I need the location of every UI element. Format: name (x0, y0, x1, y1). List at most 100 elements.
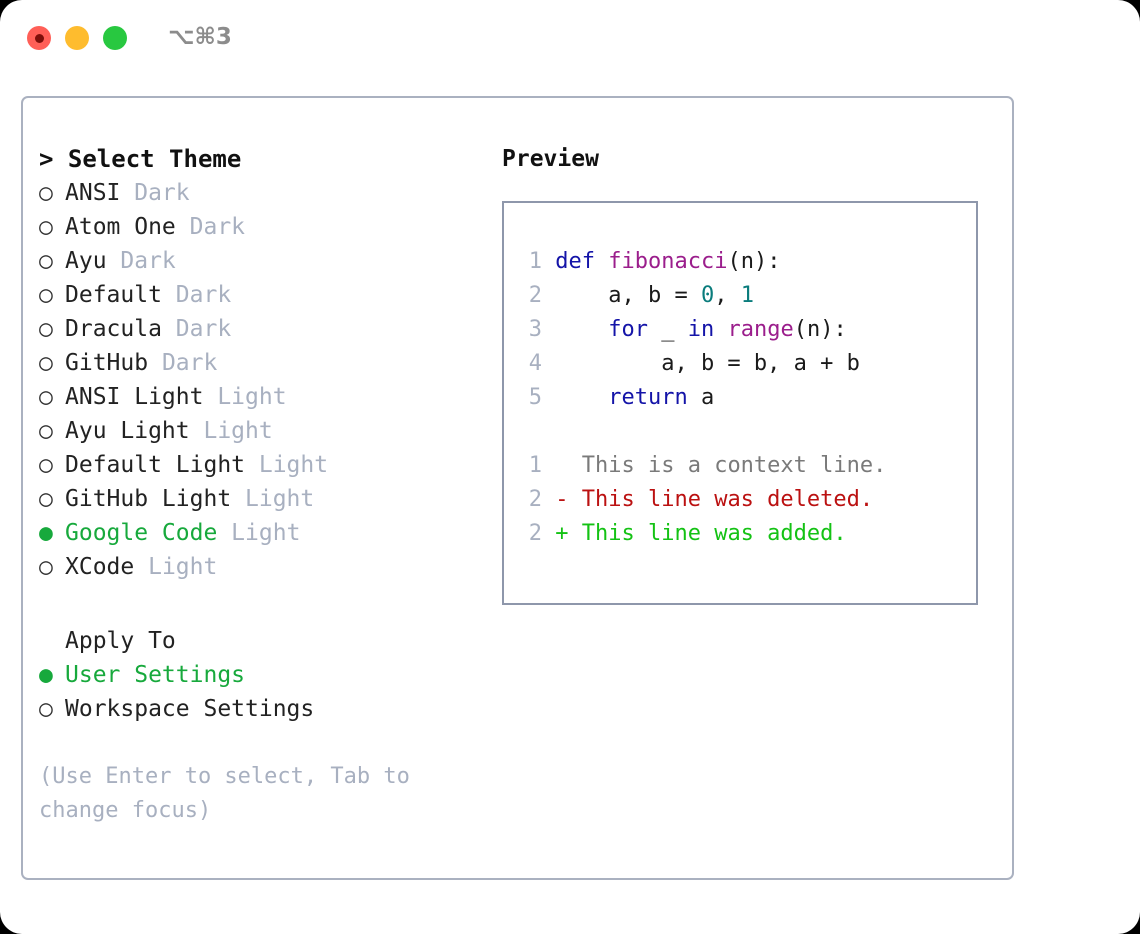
code-line-number: 5 (528, 385, 542, 410)
radio-unselected-icon: ○ (39, 384, 53, 410)
diff-spacer (514, 415, 886, 449)
theme-option-kind: Dark (148, 350, 218, 376)
theme-option-kind: Dark (161, 316, 232, 342)
preview-title: Preview (502, 146, 599, 172)
theme-option-label: Default (65, 282, 162, 308)
code-line-number: 3 (528, 317, 542, 342)
theme-option-github-light[interactable]: ○ GitHub Light Light (39, 482, 479, 516)
code-token-plain (714, 317, 727, 342)
code-token-function: range (727, 317, 794, 342)
diff-marker: - (555, 487, 569, 512)
code-token-plain: a (687, 385, 715, 410)
radio-unselected-icon: ○ (39, 696, 53, 722)
code-line-number: 2 (528, 283, 542, 308)
theme-option-label: Google Code (65, 520, 218, 546)
code-line: 3 for _ in range(n): (514, 313, 886, 347)
code-token-keyword: in (687, 317, 715, 342)
radio-selected-icon: ● (39, 520, 53, 546)
code-token-keyword: def (555, 249, 609, 274)
theme-option-ayu-light[interactable]: ○Ayu Light Light (39, 414, 479, 448)
code-token-plain: _ (647, 317, 688, 342)
theme-option-atom-one[interactable]: ○Atom One Dark (39, 210, 479, 244)
theme-option-kind: Light (231, 486, 315, 512)
radio-unselected-icon: ○ (39, 248, 53, 274)
code-token-plain: (n): (727, 249, 781, 274)
theme-option-label: GitHub Light (65, 486, 232, 512)
diff-line-deleted: 2 - This line was deleted. (514, 483, 886, 517)
theme-option-kind: Dark (120, 180, 190, 206)
apply-to-option-workspace-settings[interactable]: ○Workspace Settings (39, 692, 479, 726)
radio-selected-icon: ● (39, 662, 53, 688)
code-line: 1 def fibonacci(n): (514, 245, 886, 279)
code-line: 4 a, b = b, a + b (514, 347, 886, 381)
radio-unselected-icon: ○ (39, 350, 53, 376)
diff-marker: + (555, 521, 569, 546)
close-button[interactable] (27, 26, 51, 50)
theme-option-default-light[interactable]: ○ Default Light Light (39, 448, 479, 482)
apply-to-header: Apply To (65, 628, 176, 654)
theme-option-google-code[interactable]: ● Google Code Light (39, 516, 479, 550)
code-token-number: 1 (740, 283, 754, 308)
theme-option-label: XCode (65, 554, 135, 580)
select-theme-header: > Select Theme (39, 145, 242, 173)
theme-option-kind: Dark (106, 248, 176, 274)
theme-option-ansi-light[interactable]: ○ ANSI Light Light (39, 380, 479, 414)
diff-text: This line was deleted. (568, 487, 874, 512)
code-token-plain (555, 385, 608, 410)
code-line-number: 4 (528, 351, 542, 376)
theme-option-label: Default Light (65, 452, 246, 478)
diff-line-number: 2 (528, 521, 542, 546)
theme-option-kind: Light (203, 384, 287, 410)
code-token-plain: a, b = (555, 283, 701, 308)
theme-option-ayu[interactable]: ○ Ayu Dark (39, 244, 479, 278)
theme-option-label: ANSI Light (65, 384, 204, 410)
code-token-keyword: return (608, 385, 688, 410)
theme-option-kind: Light (217, 520, 301, 546)
apply-to-option-list: ● User Settings ○Workspace Settings (39, 658, 479, 726)
apply-to-option-label: User Settings (65, 662, 246, 688)
radio-unselected-icon: ○ (39, 452, 53, 478)
code-token-plain: , (714, 283, 741, 308)
diff-marker (555, 453, 568, 478)
diff-text: This is a context line. (568, 453, 887, 478)
apply-to-option-user-settings[interactable]: ● User Settings (39, 658, 479, 692)
theme-option-label: Dracula (65, 316, 162, 342)
theme-option-label: Atom One (65, 214, 176, 240)
theme-option-kind: Dark (175, 214, 246, 240)
theme-option-github[interactable]: ○GitHub Dark (39, 346, 479, 380)
code-token-plain: (n): (793, 317, 847, 342)
theme-selector-column: > Select Theme ○ANSI Dark○Atom One Dark○… (39, 142, 479, 828)
theme-option-dracula[interactable]: ○Dracula Dark (39, 312, 479, 346)
code-line: 2 a, b = 0, 1 (514, 279, 886, 313)
code-line: 5 return a (514, 381, 886, 415)
zoom-button[interactable] (103, 26, 127, 50)
radio-unselected-icon: ○ (39, 418, 53, 444)
radio-unselected-icon: ○ (39, 180, 53, 206)
theme-option-kind: Light (134, 554, 218, 580)
minimize-button[interactable] (65, 26, 89, 50)
code-line-number: 1 (528, 249, 542, 274)
theme-option-label: Ayu (65, 248, 107, 274)
theme-option-label: ANSI (65, 180, 121, 206)
code-token-keyword: for (608, 317, 648, 342)
theme-option-kind: Light (189, 418, 273, 444)
theme-option-list: ○ANSI Dark○Atom One Dark○Ayu Dark○Defaul… (39, 176, 479, 584)
theme-option-ansi[interactable]: ○ ANSI Dark (39, 176, 479, 210)
code-token-plain (555, 317, 608, 342)
recording-indicator-icon (34, 33, 44, 43)
keyboard-shortcut-label: ⌥⌘3 (168, 24, 232, 50)
traffic-light-group (27, 26, 127, 50)
theme-option-default[interactable]: ○Default Dark (39, 278, 479, 312)
theme-option-xcode[interactable]: ○XCode Light (39, 550, 479, 584)
code-token-function: fibonacci (608, 249, 728, 274)
title-bar: ⌥⌘3 (0, 0, 1140, 78)
theme-option-kind: Light (245, 452, 329, 478)
preview-column: Preview 1 def fibonacci(n):2 a, b = 0, 1… (502, 142, 982, 605)
radio-unselected-icon: ○ (39, 282, 53, 308)
code-token-plain: a, b = b, a + b (555, 351, 860, 376)
diff-line-number: 1 (528, 453, 542, 478)
radio-unselected-icon: ○ (39, 486, 53, 512)
